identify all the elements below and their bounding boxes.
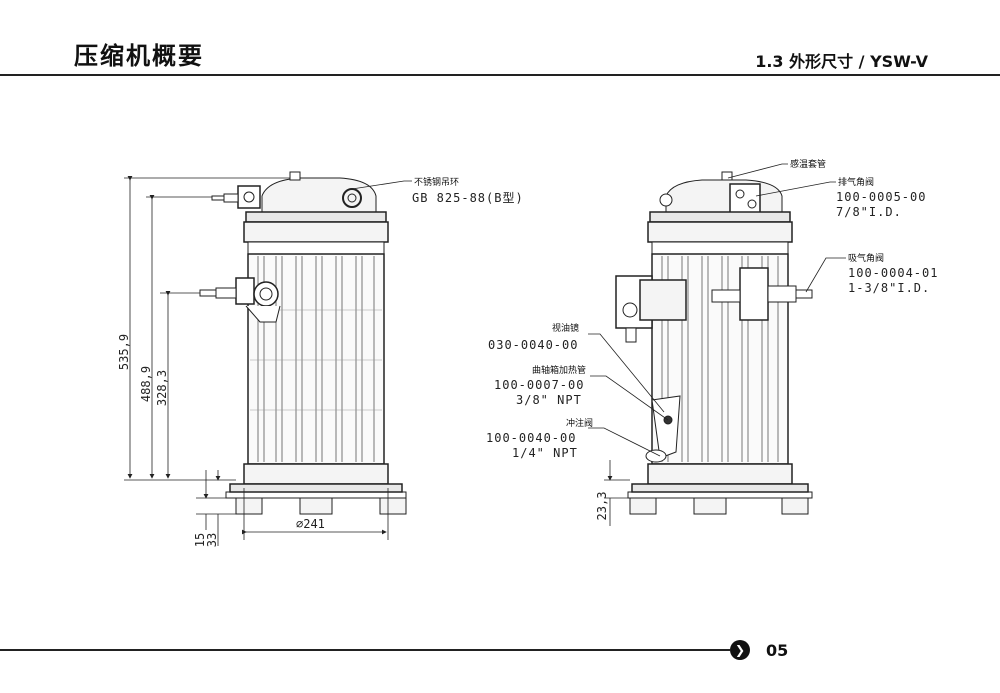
callout-sensor-tube-cn: 感温套管 bbox=[790, 158, 826, 170]
callout-flush-valve-size: 1/4" NPT bbox=[512, 446, 578, 460]
callout-suction-valve-code: 100-0004-01 bbox=[848, 266, 938, 280]
callout-suction-valve-cn: 吸气角阀 bbox=[848, 252, 884, 264]
page-title: 压缩机概要 bbox=[74, 42, 204, 70]
dim-right-base-height: 23,3 bbox=[595, 492, 609, 521]
callout-discharge-valve-size: 7/8"I.D. bbox=[836, 205, 902, 219]
dim-suction-height: 488,9 bbox=[139, 366, 153, 402]
chevron-right-circle-icon[interactable]: ❯ bbox=[730, 640, 750, 660]
dim-base-15: 15 bbox=[193, 533, 207, 547]
callout-flush-valve-code: 100-0040-00 bbox=[486, 431, 576, 445]
callout-heater-code: 100-0007-00 bbox=[494, 378, 584, 392]
dim-diameter: ∅241 bbox=[296, 517, 325, 531]
callout-lifting-ring-cn: 不锈钢吊环 bbox=[414, 176, 459, 188]
callout-flush-valve-cn: 冲注阀 bbox=[566, 417, 593, 429]
dim-overall-height: 535,9 bbox=[117, 334, 131, 370]
callout-sight-glass-cn: 视油镜 bbox=[552, 322, 579, 334]
callout-heater-size: 3/8" NPT bbox=[516, 393, 582, 407]
callout-suction-valve-size: 1-3/8"I.D. bbox=[848, 281, 930, 295]
callout-sight-glass-code: 030-0040-00 bbox=[488, 338, 578, 352]
left-compressor-view bbox=[199, 171, 407, 515]
page-number: 05 bbox=[766, 641, 789, 660]
section-title: 1.3 外形尺寸 / YSW-V bbox=[755, 52, 928, 71]
dim-discharge-height: 328,3 bbox=[155, 370, 169, 406]
callout-discharge-valve-cn: 排气角阀 bbox=[838, 176, 874, 188]
dim-base-33: 33 bbox=[205, 533, 219, 547]
callout-discharge-valve-code: 100-0005-00 bbox=[836, 190, 926, 204]
right-compressor-view bbox=[615, 171, 813, 515]
header-divider bbox=[0, 74, 1000, 76]
right-callout-leaders bbox=[588, 163, 846, 526]
callout-lifting-ring-code: GB 825-88(B型) bbox=[412, 191, 524, 205]
footer-divider bbox=[0, 649, 730, 651]
left-dimension-lines bbox=[124, 176, 412, 546]
callout-heater-cn: 曲轴箱加热管 bbox=[532, 364, 586, 376]
